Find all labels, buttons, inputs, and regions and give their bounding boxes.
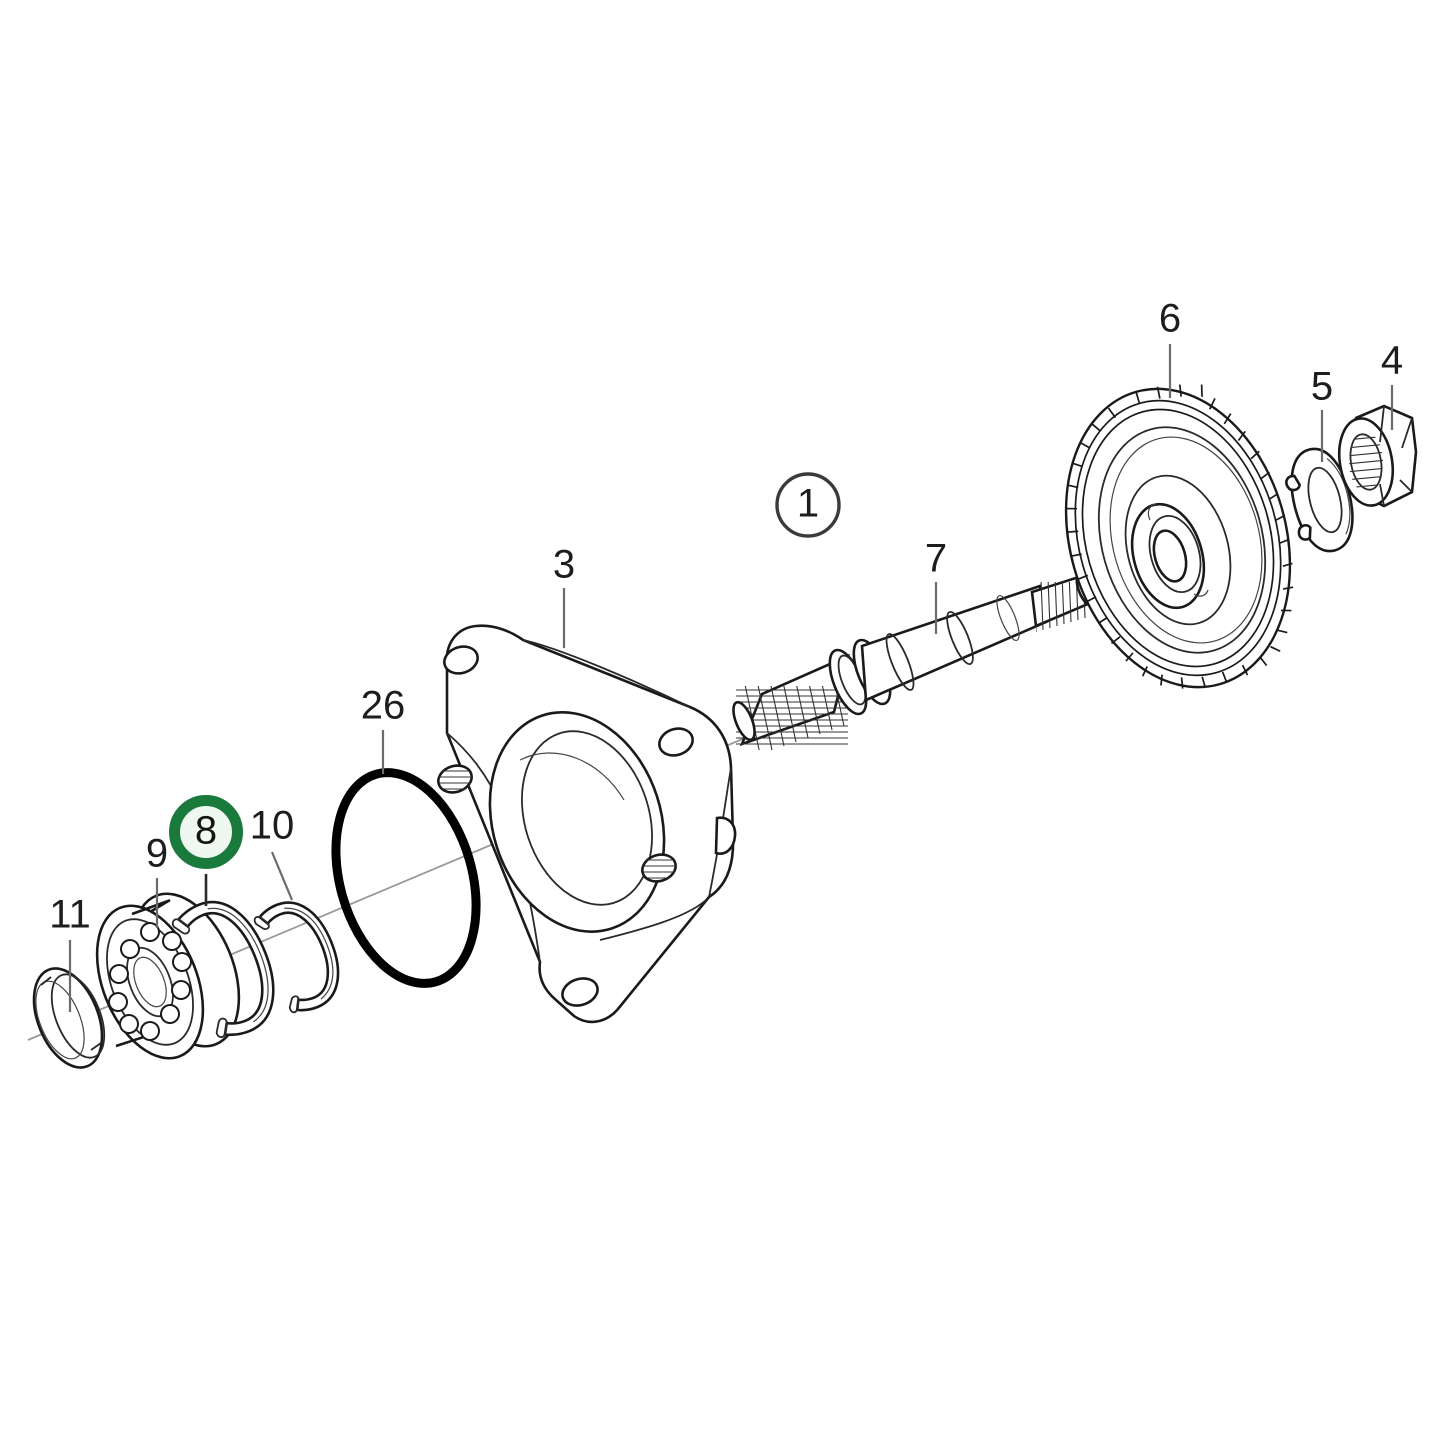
part-o-ring bbox=[331, 768, 481, 988]
part-retaining-ring-outer bbox=[253, 901, 340, 1014]
callout-3[interactable]: 3 bbox=[553, 543, 575, 587]
part-lock-washer bbox=[1285, 447, 1354, 553]
callout-number-5: 5 bbox=[1311, 365, 1333, 409]
callout-number-4: 4 bbox=[1381, 339, 1403, 383]
part-retaining-ring-inner bbox=[171, 900, 275, 1038]
callout-5[interactable]: 5 bbox=[1311, 365, 1333, 409]
callout-8[interactable]: 8 bbox=[169, 795, 243, 869]
callout-6[interactable]: 6 bbox=[1159, 297, 1181, 341]
callout-7[interactable]: 7 bbox=[925, 537, 947, 581]
part-bearing-housing-flange bbox=[437, 624, 737, 1024]
callout-4[interactable]: 4 bbox=[1381, 339, 1403, 383]
callout-circle bbox=[775, 472, 841, 538]
callout-10[interactable]: 10 bbox=[250, 804, 295, 848]
callout-9[interactable]: 9 bbox=[146, 832, 168, 876]
callout-1[interactable]: 1 bbox=[775, 472, 841, 538]
leader-line-10 bbox=[270, 851, 294, 901]
callout-number-6: 6 bbox=[1159, 297, 1181, 341]
part-seal-ring bbox=[32, 967, 106, 1069]
callout-11[interactable]: 11 bbox=[49, 893, 91, 937]
highlight-fill bbox=[174, 800, 238, 864]
bearing-balls bbox=[108, 922, 192, 1041]
part-drive-shaft bbox=[732, 573, 1095, 750]
callout-number-7: 7 bbox=[925, 537, 947, 581]
callout-leader-lines bbox=[68, 344, 1394, 1012]
part-driven-gear bbox=[1064, 384, 1294, 689]
highlight-ring bbox=[169, 795, 243, 869]
part-hex-nut bbox=[1337, 404, 1418, 508]
callout-number-10: 10 bbox=[250, 804, 295, 848]
callout-numbers-layer: 11 98 10 26 3 1 7 6 5 4 bbox=[49, 297, 1403, 937]
callout-26[interactable]: 26 bbox=[361, 684, 406, 728]
flange-bolt-holes bbox=[437, 645, 694, 1007]
callout-number-9: 9 bbox=[146, 832, 168, 876]
callout-number-26: 26 bbox=[361, 684, 406, 728]
callout-number-8: 8 bbox=[195, 809, 217, 853]
callout-number-3: 3 bbox=[553, 543, 575, 587]
callout-number-11: 11 bbox=[49, 893, 91, 937]
callout-number-1: 1 bbox=[797, 482, 819, 526]
